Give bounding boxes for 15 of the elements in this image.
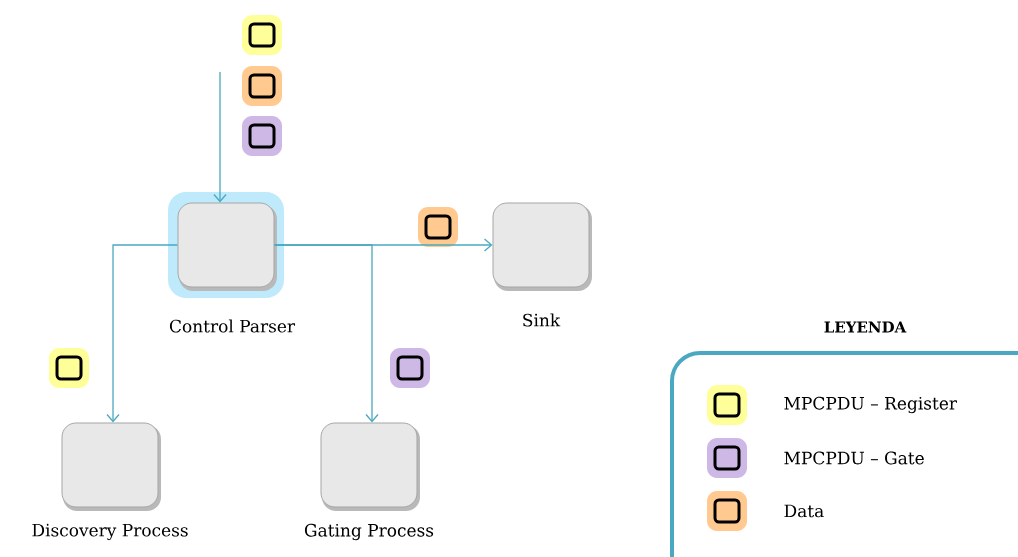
arrow (106, 244, 179, 423)
legend-title: LEYENDA (824, 321, 907, 333)
node-label: Control Parser (169, 319, 296, 333)
node-label: Gating Process (304, 523, 434, 541)
arrow (273, 244, 379, 423)
legend-text: Data (784, 504, 824, 518)
node-label: Sink (523, 313, 561, 327)
arrow (213, 71, 227, 203)
node-label: Discovery Process (32, 523, 188, 541)
process-box: Gating Process (304, 422, 434, 541)
process-box: Discovery Process (32, 422, 188, 541)
process-box: Sink (492, 202, 592, 327)
legend-text: MPCPDU – Gate (784, 451, 924, 465)
process-box: Control Parser (168, 192, 296, 333)
legend-text: MPCPDU – Register (784, 396, 957, 414)
